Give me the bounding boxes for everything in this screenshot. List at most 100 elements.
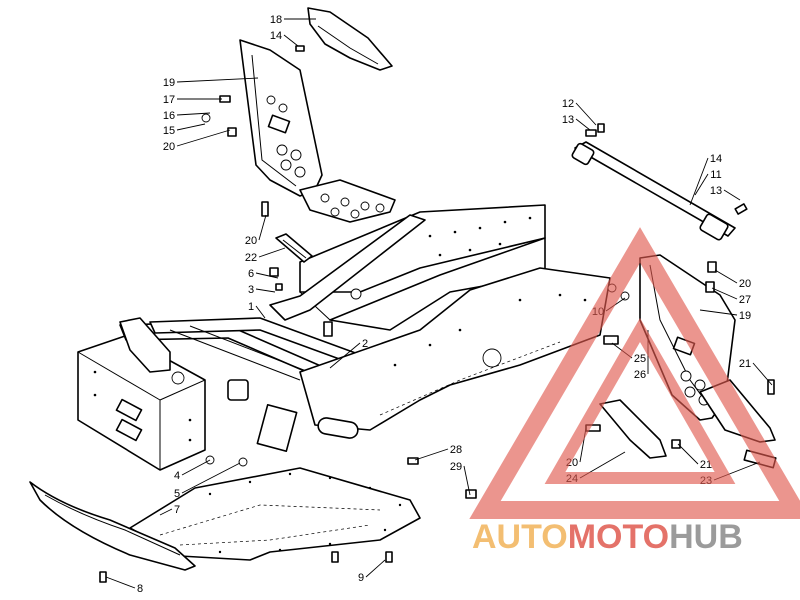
- callout-number: 21: [739, 358, 751, 370]
- callout-number: 5: [174, 488, 180, 500]
- leader-line: [181, 459, 211, 476]
- leader-line: [159, 508, 173, 516]
- steering-cover: [307, 7, 393, 71]
- leader-line: [723, 189, 741, 201]
- callout-number: 4: [174, 470, 180, 482]
- callout-number: 19: [739, 310, 751, 322]
- callout-number: 13: [562, 114, 574, 126]
- watermark-triangle-outer: [469, 227, 800, 519]
- callout-14: 14: [270, 30, 299, 47]
- leader-line: [255, 272, 279, 279]
- leader-line: [714, 269, 738, 284]
- leader-line: [575, 102, 597, 126]
- callout-8: 8: [105, 576, 143, 595]
- callout-number: 1: [248, 301, 254, 313]
- callout-number: 14: [270, 30, 282, 42]
- watermark-triangle-inner: [544, 317, 736, 484]
- leader-line: [181, 462, 241, 494]
- callout-15: 15: [163, 123, 206, 137]
- callout-3: 3: [248, 284, 276, 296]
- callout-7: 7: [159, 504, 180, 516]
- watermark-word-auto: AUTO: [472, 518, 568, 556]
- leader-line: [176, 112, 211, 116]
- leader-line: [258, 214, 267, 241]
- leader-line: [689, 157, 709, 206]
- leader-line: [677, 443, 699, 465]
- callout-11: 11: [694, 169, 722, 196]
- callout-number: 22: [245, 252, 257, 264]
- callout-number: 26: [634, 369, 646, 381]
- callout-number: 20: [245, 235, 257, 247]
- callout-number: 15: [163, 125, 175, 137]
- callout-27: 27: [711, 287, 751, 306]
- callout-number: 11: [710, 169, 721, 181]
- callout-number: 27: [739, 294, 751, 306]
- callout-number: 20: [163, 141, 175, 153]
- callout-number: 2: [362, 338, 368, 350]
- callout-18: 18: [270, 14, 316, 26]
- leader-line: [176, 77, 259, 83]
- fasteners: [201, 45, 775, 563]
- watermark-word-moto: MOTO: [568, 518, 669, 556]
- leader-line: [694, 173, 709, 196]
- callout-number: 6: [248, 268, 254, 280]
- callout-21: 21: [739, 358, 773, 386]
- callout-number: 12: [562, 98, 574, 110]
- callout-number: 7: [174, 504, 180, 516]
- leader-line: [105, 576, 136, 589]
- callout-29: 29: [450, 461, 471, 496]
- callout-16: 16: [163, 110, 211, 122]
- leader-line: [176, 123, 206, 131]
- leader-line: [255, 288, 276, 293]
- callout-number: 28: [450, 444, 462, 456]
- front-bumper: [29, 481, 196, 583]
- callout-20: 20: [714, 269, 751, 290]
- leader-line: [414, 448, 449, 461]
- callout-17: 17: [163, 94, 222, 106]
- callout-number: 20: [739, 278, 751, 290]
- footrest-bracket: [299, 179, 396, 223]
- callout-number: 17: [163, 94, 175, 106]
- leader-line: [176, 129, 231, 147]
- leader-line: [575, 118, 591, 131]
- callout-5: 5: [174, 462, 241, 500]
- callout-1: 1: [248, 301, 266, 319]
- callout-13: 13: [710, 185, 741, 201]
- leader-line: [711, 287, 738, 300]
- leader-line: [258, 247, 286, 258]
- callout-number: 18: [270, 14, 282, 26]
- callout-number: 25: [634, 353, 646, 365]
- callout-20: 20: [163, 129, 231, 153]
- svg-text:AUTOMOTOHUB: AUTOMOTOHUB: [472, 518, 743, 556]
- leader-line: [463, 465, 471, 496]
- leader-line: [699, 309, 738, 316]
- steering-tube: [571, 141, 736, 241]
- skid-plate: [129, 467, 421, 561]
- callout-number: 3: [248, 284, 254, 296]
- callout-number: 16: [163, 110, 175, 122]
- callout-2: 2: [329, 338, 368, 369]
- leader-line: [329, 342, 361, 369]
- callout-22: 22: [245, 247, 286, 264]
- callout-number: 13: [710, 185, 722, 197]
- callout-14: 14: [689, 153, 722, 206]
- callout-28: 28: [414, 444, 462, 461]
- callout-12: 12: [562, 98, 597, 126]
- watermark-word-hub: HUB: [669, 518, 743, 556]
- callout-4: 4: [174, 459, 211, 482]
- callout-9: 9: [358, 559, 386, 584]
- callout-20: 20: [245, 214, 267, 247]
- callout-number: 19: [163, 77, 175, 89]
- callout-number: 8: [137, 583, 143, 595]
- leader-line: [365, 559, 386, 578]
- main-frame: [77, 204, 611, 471]
- watermark: AUTOMOTOHUB: [469, 227, 800, 556]
- callout-number: 29: [450, 461, 462, 473]
- step-pad: [275, 233, 313, 263]
- callout-number: 14: [710, 153, 722, 165]
- leader-line: [283, 34, 299, 47]
- callout-19: 19: [699, 309, 751, 322]
- callout-6: 6: [248, 268, 279, 280]
- leader-line: [255, 305, 266, 319]
